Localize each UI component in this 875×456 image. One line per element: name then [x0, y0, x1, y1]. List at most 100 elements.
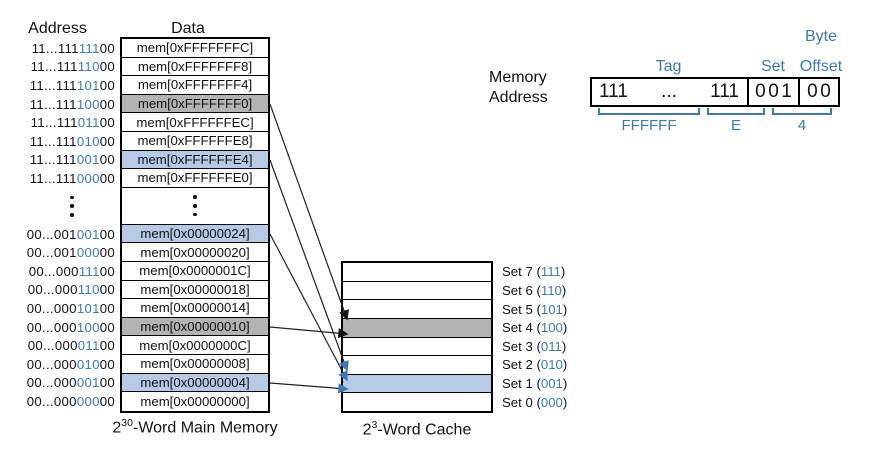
offset-field-label: Offset [799, 58, 843, 75]
set-label-5: Set 5 (101) [502, 302, 568, 317]
address-set-bits: 010 [76, 133, 100, 149]
data-column-header: Data [171, 20, 205, 37]
memory-data-row: mem[0xFFFFFFE8] [122, 132, 268, 151]
address-offset-bits: 00 [99, 282, 115, 298]
memory-data-row-highlight-blue: mem[0x00000004] [122, 373, 268, 393]
address-set-bits: 100 [76, 96, 100, 112]
cache-caption: 23-Word Cache [362, 419, 472, 439]
memory-data-row: mem[0x00000018] [122, 281, 268, 300]
memory-data-row: mem[0xFFFFFFF4] [122, 76, 268, 95]
address-offset-bits: 00 [99, 356, 115, 372]
address-tag-bits: 00...000 [27, 338, 78, 354]
address-set-bits: 000 [76, 393, 100, 409]
hex-bracket-tag [598, 108, 700, 115]
memory-data-row-highlight-gray: mem[0x00000010] [122, 317, 268, 337]
cache-set-row [343, 393, 491, 411]
address-tag-bits: 00...000 [26, 300, 77, 316]
address-tag-bits: 11...111 [31, 40, 79, 56]
address-set-bits: 010 [76, 356, 100, 372]
address-tag-bits: 00...000 [28, 263, 79, 279]
cache-set-row [343, 338, 491, 357]
set-label-4: Set 4 (100) [502, 320, 568, 335]
address-set-bits: 110 [77, 59, 100, 75]
arrow-00000010-to-set4 [269, 326, 349, 339]
memory-address-label: Memory Address [489, 69, 548, 106]
address-set-bits: 001 [76, 375, 100, 391]
address-tag-bits: 11...111 [30, 59, 78, 75]
address-set-bits: 111 [78, 40, 100, 56]
cache-set-row [343, 356, 491, 375]
address-set-bits: 111 [78, 263, 100, 279]
memory-data-row: mem[0xFFFFFFEC] [122, 113, 268, 132]
address-set-bits: 101 [76, 300, 100, 316]
hex-value-mid: E [730, 117, 741, 134]
address-offset-bits: 00 [99, 338, 115, 354]
address-offset-bits: 00 [99, 133, 115, 149]
arrow-00000004-to-set1 [269, 382, 349, 394]
address-ellipsis [0, 188, 115, 225]
address-offset-bits: 00 [99, 59, 115, 75]
memory-data-row: mem[0xFFFFFFE0] [122, 169, 268, 188]
hex-value-low: 4 [797, 117, 807, 134]
address-tag-bits: 11...111 [29, 170, 77, 186]
memory-ellipsis [122, 188, 268, 225]
arrow-00000024-to-set1 [269, 233, 348, 382]
address-set-bits: 001 [76, 152, 100, 168]
address-offset-bits: 00 [99, 393, 115, 409]
set-label-1: Set 1 (001) [502, 376, 568, 391]
memory-data-row: mem[0x0000001C] [122, 262, 268, 281]
address-set-bits: 000 [76, 245, 100, 261]
set-label-7: Set 7 (111) [502, 264, 566, 279]
address-set-bits: 110 [77, 282, 100, 298]
address-offset-bits: 00 [99, 245, 115, 261]
memory-data-row: mem[0x00000008] [122, 355, 268, 374]
cache-table [341, 261, 493, 413]
address-column-header: Address [28, 20, 87, 37]
byte-field-label: Byte [804, 28, 837, 45]
memory-data-row-highlight-gray: mem[0xFFFFFFF0] [122, 94, 268, 114]
address-offset-bits: 00 [99, 152, 115, 168]
main-memory-table: mem[0xFFFFFFFC] mem[0xFFFFFFF8] mem[0xFF… [120, 37, 270, 413]
address-offset-bits: 00 [99, 263, 115, 279]
cache-set-row [343, 300, 491, 319]
main-memory-caption: 230-Word Main Memory [112, 417, 278, 437]
address-set-bits: 101 [76, 77, 100, 93]
tag-field: 111 ... 111 [592, 79, 749, 105]
address-tag-bits: 00...000 [27, 282, 78, 298]
byte-offset-field: 00 [807, 81, 834, 102]
hex-value-tag: FFFFFF [621, 117, 677, 134]
address-set-bits: 011 [77, 115, 100, 131]
address-offset-bits: 00 [99, 115, 115, 131]
tag-field-label: Tag [655, 58, 682, 75]
address-tag-bits: 11...111 [29, 77, 77, 93]
memory-data-row: mem[0xFFFFFFFC] [122, 39, 268, 58]
memory-data-row: mem[0xFFFFFFF8] [122, 58, 268, 77]
cache-set-row [343, 263, 491, 282]
address-set-bits: 011 [77, 338, 100, 354]
address-set-bits: 001 [76, 226, 100, 242]
set-field: 001 [749, 79, 800, 105]
address-offset-bits: 00 [99, 319, 115, 335]
address-offset-bits: 00 [99, 170, 115, 186]
arrow-ffffffe4-to-set1 [269, 159, 349, 372]
memory-data-row: mem[0x00000020] [122, 243, 268, 262]
address-offset-bits: 00 [99, 77, 115, 93]
address-offset-bits: 00 [99, 375, 115, 391]
set-label-2: Set 2 (010) [502, 357, 568, 372]
address-tag-bits: 00...000 [26, 319, 77, 335]
address-offset-bits: 00 [99, 300, 115, 316]
set-field-label: Set [760, 58, 785, 75]
memory-data-row: mem[0x0000000C] [122, 336, 268, 355]
